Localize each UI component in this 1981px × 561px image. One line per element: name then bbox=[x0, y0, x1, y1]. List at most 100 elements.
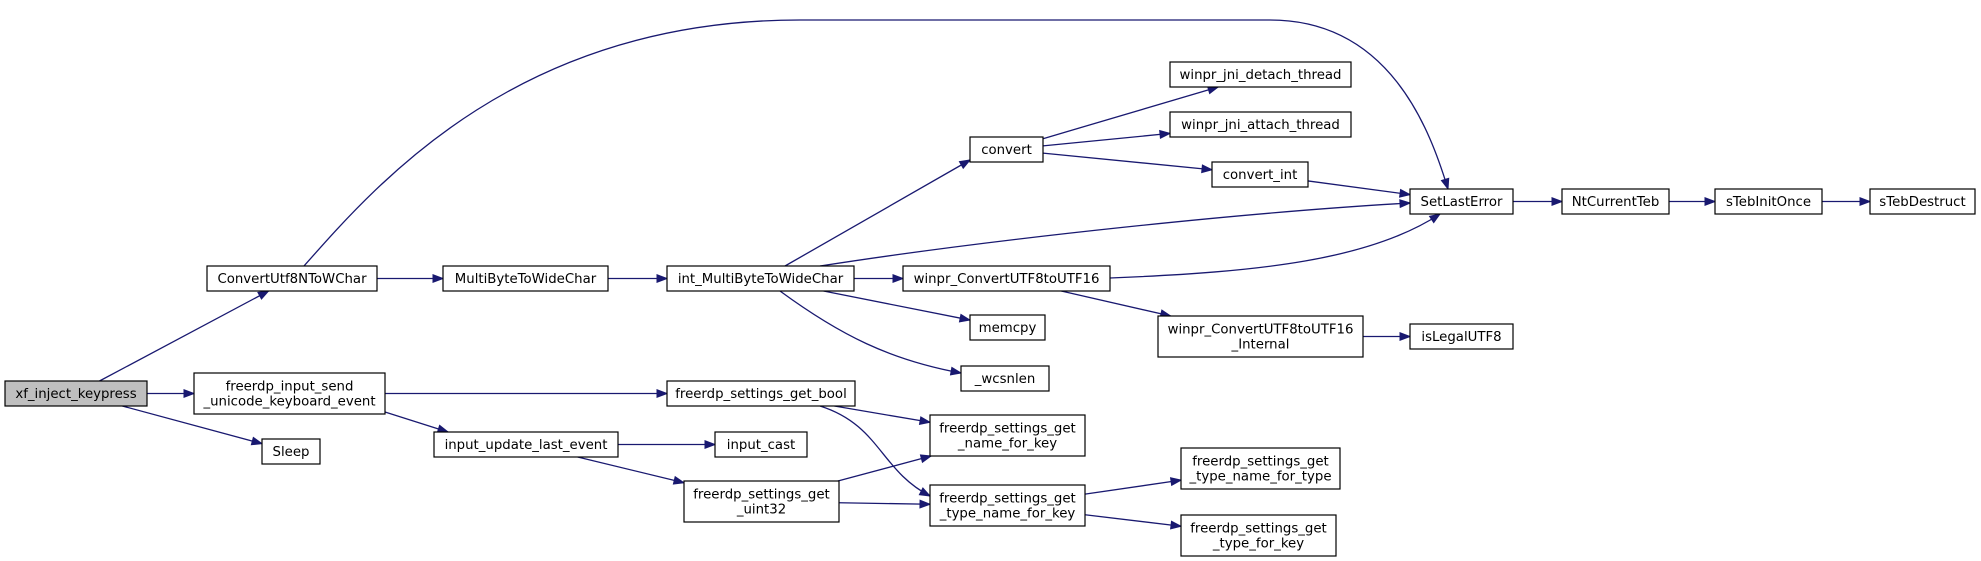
edge-freerdp-settings-get-uint32-to-freerdp-settings-get-type-name-for-key bbox=[838, 499, 932, 509]
node-label: Sleep bbox=[273, 445, 310, 460]
node-box bbox=[1180, 447, 1341, 490]
edge-xf-inject-keypress-to-sleep bbox=[122, 405, 264, 446]
node-convert-int[interactable]: convert_int bbox=[1211, 161, 1309, 188]
edge-convert-to-winpr-jni-detach-thread bbox=[1042, 85, 1220, 140]
node-label: winpr_jni_detach_thread bbox=[1180, 68, 1342, 83]
call-edges bbox=[99, 19, 1872, 530]
edge-freerdp-settings-get-uint32-to-freerdp-settings-get-name-for-key bbox=[837, 454, 933, 482]
edge-freerdp-settings-get-type-name-for-key-to-freerdp-settings-get-type-for-key bbox=[1084, 514, 1183, 530]
node-stebinitonce[interactable]: sTebInitOnce bbox=[1714, 188, 1823, 215]
node-label: convert bbox=[981, 143, 1032, 158]
node-box bbox=[1169, 111, 1352, 138]
node-box bbox=[929, 484, 1086, 527]
edge-setlasterror-to-ntcurrentteb bbox=[1513, 196, 1564, 207]
node-label: _Internal bbox=[1231, 338, 1290, 353]
edge-multibytetowidechar-to-int-multibytetowidechar bbox=[608, 273, 669, 284]
node-box bbox=[714, 431, 808, 458]
node-label: memcpy bbox=[979, 321, 1037, 336]
edge-ntcurrentteb-to-stebinitonce bbox=[1669, 196, 1717, 207]
node-label: _type_name_for_type bbox=[1189, 470, 1332, 485]
edge-freerdp-settings-get-bool-to-freerdp-settings-get-type-name-for-key bbox=[819, 405, 932, 497]
node-winpr-convertutf8toutf16-internal[interactable]: winpr_ConvertUTF8toUTF16_Internal bbox=[1157, 315, 1364, 358]
node-convert[interactable]: convert bbox=[969, 136, 1044, 163]
node-label: winpr_ConvertUTF8toUTF16 bbox=[1168, 323, 1354, 338]
node-box bbox=[1869, 188, 1976, 215]
node-multibytetowidechar[interactable]: MultiByteToWideChar bbox=[442, 265, 609, 292]
node-label: input_cast bbox=[727, 438, 795, 453]
node-box bbox=[193, 372, 386, 415]
function-nodes: xf_inject_keypress ConvertUtf8NToWChar fre… bbox=[4, 61, 1976, 557]
edge-stebinitonce-to-stebdestruct bbox=[1822, 196, 1872, 207]
node-label: freerdp_input_send bbox=[226, 380, 354, 395]
node-freerdp-settings-get-type-name-for-key[interactable]: freerdp_settings_get_type_name_for_key bbox=[929, 484, 1086, 527]
node-box bbox=[206, 265, 378, 292]
node-wcsnlen[interactable]: _wcsnlen bbox=[960, 365, 1050, 392]
node-box bbox=[666, 380, 856, 407]
edge-int-multibytetowidechar-to-setlasterror bbox=[819, 199, 1412, 267]
edge-winpr-convertutf8toutf16-to-setlasterror bbox=[1109, 213, 1442, 279]
node-label: _uint32 bbox=[736, 503, 786, 518]
edge-int-multibytetowidechar-to-winpr-convertutf8toutf16 bbox=[854, 273, 905, 284]
edge-freerdp-input-send-unicode-keyboard-event-to-input-update-last-event bbox=[384, 411, 450, 434]
node-convertutf8ntowchar[interactable]: ConvertUtf8NToWChar bbox=[206, 265, 378, 292]
node-setlasterror[interactable]: SetLastError bbox=[1409, 188, 1514, 215]
node-label: convert_int bbox=[1223, 168, 1298, 183]
node-label: freerdp_settings_get bbox=[1192, 455, 1329, 470]
node-label: _name_for_key bbox=[957, 437, 1057, 452]
node-stebdestruct[interactable]: sTebDestruct bbox=[1869, 188, 1976, 215]
node-label: xf_inject_keypress bbox=[15, 387, 136, 402]
node-winpr-jni-detach-thread[interactable]: winpr_jni_detach_thread bbox=[1169, 61, 1352, 88]
node-box bbox=[1180, 514, 1337, 557]
edge-winpr-convertutf8toutf16-to-winpr-convertutf8toutf16-internal bbox=[1061, 290, 1173, 319]
node-label: sTebDestruct bbox=[1879, 195, 1965, 210]
node-label: MultiByteToWideChar bbox=[455, 272, 597, 287]
edge-convert-int-to-setlasterror bbox=[1307, 180, 1412, 198]
node-freerdp-input-send-unicode-keyboard-event[interactable]: freerdp_input_send_unicode_keyboard_even… bbox=[193, 372, 386, 415]
node-freerdp-settings-get-type-name-for-type[interactable]: freerdp_settings_get_type_name_for_type bbox=[1180, 447, 1341, 490]
node-box bbox=[1169, 61, 1352, 88]
node-label: SetLastError bbox=[1421, 195, 1503, 210]
node-box bbox=[969, 314, 1046, 341]
node-label: _type_for_key bbox=[1212, 537, 1304, 552]
edge-xf-inject-keypress-to-freerdp-input-send-unicode-keyboard-event bbox=[147, 388, 196, 399]
node-label: _type_name_for_key bbox=[939, 507, 1076, 522]
edge-winpr-convertutf8toutf16-internal-to-islegalutf8 bbox=[1363, 331, 1412, 342]
node-box bbox=[4, 380, 148, 407]
node-label: sTebInitOnce bbox=[1726, 195, 1811, 210]
node-box bbox=[1714, 188, 1823, 215]
node-label: freerdp_settings_get_bool bbox=[675, 387, 847, 402]
node-box bbox=[969, 136, 1044, 163]
node-xf-inject-keypress[interactable]: xf_inject_keypress bbox=[4, 380, 148, 407]
node-ntcurrentteb[interactable]: NtCurrentTeb bbox=[1561, 188, 1670, 215]
node-input-cast[interactable]: input_cast bbox=[714, 431, 808, 458]
edge-convertutf8ntowchar-to-multibytetowidechar bbox=[377, 273, 445, 284]
edge-input-update-last-event-to-freerdp-settings-get-uint32 bbox=[577, 456, 686, 485]
node-box bbox=[960, 365, 1050, 392]
node-memcpy[interactable]: memcpy bbox=[969, 314, 1046, 341]
edge-int-multibytetowidechar-to-memcpy bbox=[823, 290, 972, 323]
node-label: input_update_last_event bbox=[445, 438, 608, 453]
edge-freerdp-input-send-unicode-keyboard-event-to-freerdp-settings-get-bool bbox=[385, 388, 669, 399]
node-box bbox=[1211, 161, 1309, 188]
node-freerdp-settings-get-type-for-key[interactable]: freerdp_settings_get_type_for_key bbox=[1180, 514, 1337, 557]
node-sleep[interactable]: Sleep bbox=[261, 438, 321, 465]
node-freerdp-settings-get-uint32[interactable]: freerdp_settings_get_uint32 bbox=[683, 480, 840, 523]
node-freerdp-settings-get-name-for-key[interactable]: freerdp_settings_get_name_for_key bbox=[929, 414, 1086, 457]
node-label: freerdp_settings_get bbox=[693, 488, 830, 503]
edge-convert-to-winpr-jni-attach-thread bbox=[1042, 129, 1172, 147]
edge-int-multibytetowidechar-to-wcsnlen bbox=[779, 290, 963, 376]
node-label: winpr_jni_attach_thread bbox=[1181, 118, 1340, 133]
node-label: freerdp_settings_get bbox=[1190, 522, 1327, 537]
node-freerdp-settings-get-bool[interactable]: freerdp_settings_get_bool bbox=[666, 380, 856, 407]
node-box bbox=[929, 414, 1086, 457]
node-winpr-jni-attach-thread[interactable]: winpr_jni_attach_thread bbox=[1169, 111, 1352, 138]
node-input-update-last-event[interactable]: input_update_last_event bbox=[433, 431, 619, 458]
node-winpr-convertutf8toutf16[interactable]: winpr_ConvertUTF8toUTF16 bbox=[902, 265, 1111, 292]
edge-convertutf8ntowchar-to-setlasterror bbox=[303, 19, 1450, 267]
node-label: _unicode_keyboard_event bbox=[202, 395, 375, 410]
edge-input-update-last-event-to-input-cast bbox=[618, 439, 717, 450]
node-box bbox=[261, 438, 321, 465]
node-islegalutf8[interactable]: isLegalUTF8 bbox=[1409, 323, 1514, 350]
node-int-multibytetowidechar[interactable]: int_MultiByteToWideChar bbox=[666, 265, 855, 292]
